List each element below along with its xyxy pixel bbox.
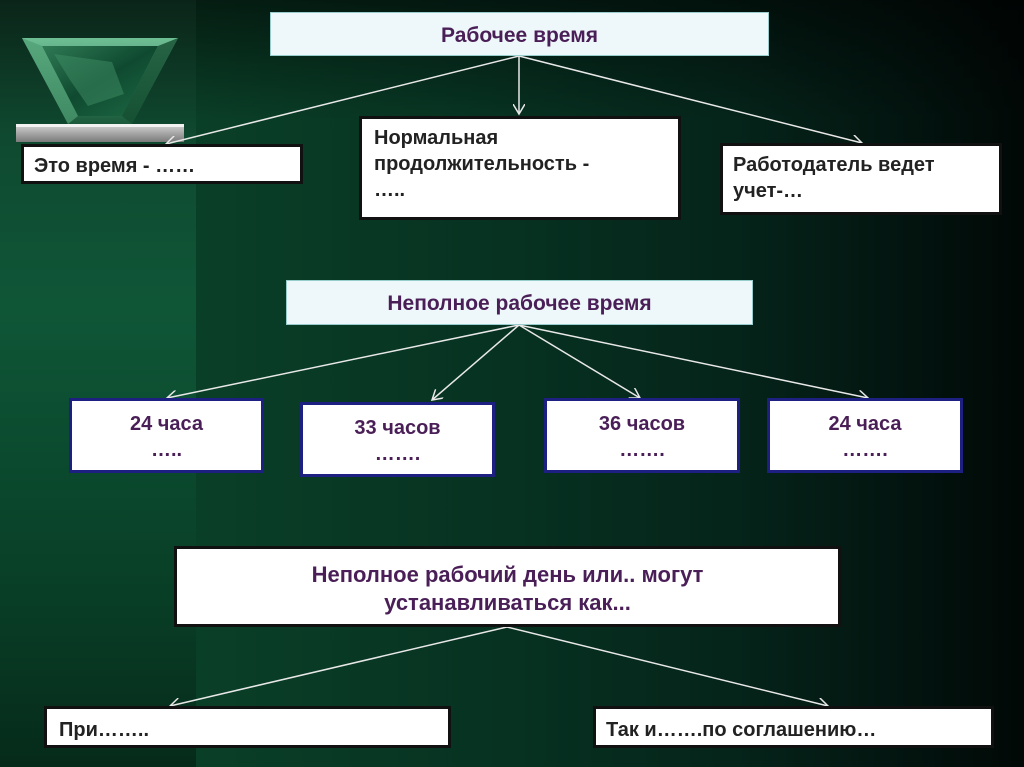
hours-box-3: 36 часов …….	[544, 398, 740, 473]
leaf-box-2: Так и…….по соглашению…	[593, 706, 994, 748]
hours-box-2: 33 часов …….	[300, 402, 495, 477]
hours-value-2: 33 часов	[354, 417, 441, 439]
part-time-header: Неполное рабочее время	[286, 280, 753, 325]
normal-duration-line-3: …..	[374, 179, 406, 201]
part-time-day-line-1: Неполное рабочий день или.. могут	[311, 562, 704, 587]
working-time-title: Рабочее время	[441, 24, 598, 47]
hours-dots-4: …….	[842, 439, 888, 461]
definition-box: Это время - ……	[21, 144, 303, 184]
arrow-middle-to-hours-2	[432, 324, 520, 400]
hours-dots-3: …….	[619, 439, 665, 461]
part-time-day-line-2: устанавливаться как...	[384, 590, 631, 615]
arrow-bottom-to-leaf-2	[506, 626, 828, 706]
leaf-text-2: Так и…….по соглашению…	[606, 719, 877, 741]
hours-dots-1: …..	[150, 439, 183, 461]
hours-value-1: 24 часа	[129, 413, 204, 435]
arrow-middle-to-hours-3	[518, 324, 640, 398]
employer-record-box: Работодатель ведет учет-…	[720, 143, 1002, 215]
leaf-box-1: При……..	[44, 706, 451, 748]
hours-box-1: 24 часа …..	[69, 398, 264, 473]
working-time-header: Рабочее время	[270, 12, 769, 56]
part-time-title: Неполное рабочее время	[387, 292, 652, 315]
part-time-day-box: Неполное рабочий день или.. могут устана…	[174, 546, 841, 627]
arrow-top-to-employer-record	[518, 55, 862, 143]
leaf-text-1: При……..	[59, 719, 149, 741]
definition-text: Это время - ……	[34, 155, 196, 177]
arrow-middle-to-hours-1	[167, 324, 520, 398]
employer-record-line-2: учет-…	[733, 180, 804, 202]
normal-duration-line-2: продолжительность -	[374, 153, 590, 175]
arrow-top-to-definition	[166, 55, 520, 144]
hours-value-3: 36 часов	[598, 413, 686, 435]
arrow-middle-to-hours-4	[518, 324, 868, 398]
employer-record-line-1: Работодатель ведет	[733, 154, 935, 176]
hours-dots-2: …….	[374, 443, 421, 465]
gem-icon	[16, 38, 184, 142]
hours-box-4: 24 часа …….	[767, 398, 963, 473]
arrow-bottom-to-leaf-1	[170, 626, 508, 706]
hours-value-4: 24 часа	[828, 413, 902, 435]
normal-duration-box: Нормальная продолжительность - …..	[359, 116, 681, 220]
normal-duration-line-1: Нормальная	[374, 127, 499, 149]
